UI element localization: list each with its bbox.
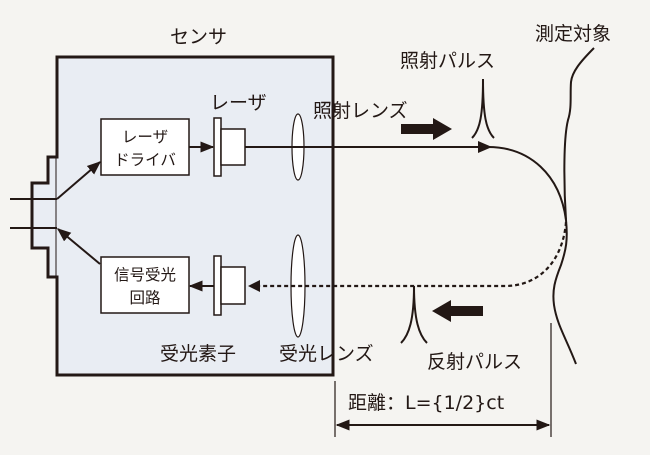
direction-arrow-icon — [432, 300, 483, 322]
laser-label: レーザ — [210, 92, 267, 114]
receiver-circuit-box — [100, 256, 190, 314]
distance-formula: 距離：L={1/2}ct — [348, 392, 504, 414]
emitted-beam-arrowhead — [478, 141, 492, 153]
signal-to-driver-arrow — [56, 161, 102, 200]
reflected-pulse-label: 反射パルス — [427, 351, 522, 373]
reflected-beam-arrowhead — [248, 280, 260, 292]
laser-driver-label-1: レーザ — [122, 128, 168, 146]
emitted-pulse-label: 照射パルス — [400, 50, 495, 72]
receiving-lens-label: 受光レンズ — [279, 343, 374, 365]
target-label: 測定対象 — [535, 23, 611, 45]
pulse-icon — [471, 78, 495, 139]
direction-arrow-icon — [401, 118, 452, 140]
signal-from-receiver-arrow — [56, 228, 101, 265]
receiver-circuit-label-2: 回路 — [129, 289, 161, 307]
connector-icon — [10, 198, 57, 229]
pulse-icon — [400, 285, 428, 344]
light-receiving-element-label: 受光素子 — [160, 343, 236, 365]
laser-driver-box — [100, 118, 190, 176]
target-surface — [552, 47, 595, 365]
receiver-circuit-label-1: 信号受光 — [114, 266, 176, 284]
sensor-label: センサ — [170, 26, 227, 48]
reflected-beam — [258, 221, 568, 288]
emitted-beam — [245, 146, 567, 221]
laser-diode-icon — [213, 117, 246, 177]
emitting-lens-label: 照射レンズ — [313, 100, 408, 122]
photodiode-icon — [213, 255, 246, 316]
laser-driver-label-2: ドライバ — [114, 151, 176, 169]
sensor-housing — [30, 55, 335, 377]
receiving-lens-icon — [290, 234, 306, 338]
